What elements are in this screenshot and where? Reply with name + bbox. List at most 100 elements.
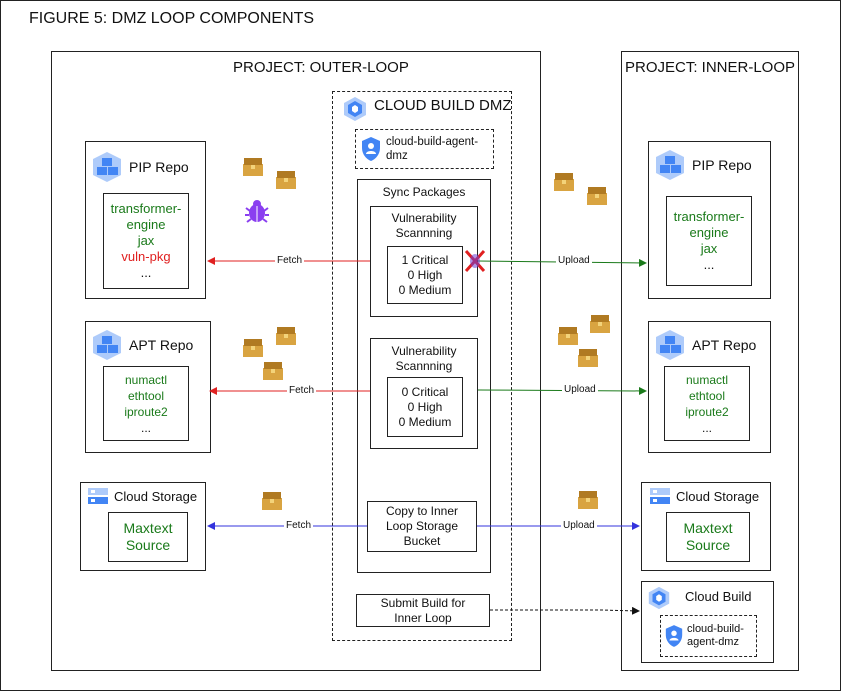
- package-icon: [276, 171, 296, 189]
- outer-pip-pkg-1b: engine: [126, 217, 166, 232]
- outer-apt-list: numactl ethtool iproute2 ...: [103, 366, 189, 441]
- outer-storage-head: Cloud Storage: [88, 488, 197, 504]
- package-icon: [578, 491, 598, 509]
- outer-pip-pkg-more: ...: [140, 265, 152, 280]
- inner-pip-pkg-more: ...: [703, 257, 715, 272]
- inner-loop-title: PROJECT: INNER-LOOP: [625, 59, 796, 76]
- cloud-build-icon: [646, 585, 672, 616]
- fetch-label-apt: Fetch: [287, 385, 317, 396]
- outer-storage-content: Maxtext Source: [108, 512, 188, 562]
- outer-storage-l2: Source: [125, 537, 171, 553]
- scan-1-high: 0 High: [407, 267, 443, 282]
- outer-pip-pkg-vuln: vuln-pkg: [121, 249, 171, 264]
- inner-pip-head: PIP Repo: [654, 149, 752, 181]
- package-icon: [263, 362, 283, 380]
- inner-pip-list: transformer- engine jax ...: [666, 196, 752, 286]
- scan-2-title-l2: Scannning: [395, 359, 453, 373]
- outer-apt-head: APT Repo: [91, 329, 193, 361]
- fetch-label-storage: Fetch: [284, 520, 314, 531]
- package-icon: [243, 339, 263, 357]
- inner-apt-pkg-more: ...: [701, 420, 712, 435]
- scan-2-high: 0 High: [407, 399, 443, 414]
- cloud-build-dmz: [332, 91, 512, 641]
- package-icon: [262, 492, 282, 510]
- package-icon: [590, 315, 610, 333]
- artifact-registry-icon: [656, 330, 684, 360]
- inner-apt-pkg-3: iproute2: [685, 404, 729, 419]
- package-icon: [554, 173, 574, 191]
- scan-2-critical: 0 Critical: [401, 384, 449, 399]
- package-icon: [587, 187, 607, 205]
- sync-packages-title: Sync Packages: [382, 185, 466, 199]
- dmz-agent-line1: cloud-build-agent-: [386, 136, 479, 148]
- dmz-title: CLOUD BUILD DMZ: [374, 97, 512, 114]
- cloud-storage-icon: [650, 488, 670, 504]
- scan-1-title-l1: Vulnerability: [391, 211, 457, 225]
- package-icon: [578, 349, 598, 367]
- cloud-build-icon: [341, 95, 369, 128]
- figure-title: FIGURE 5: DMZ LOOP COMPONENTS: [29, 10, 315, 27]
- outer-loop-title: PROJECT: OUTER-LOOP: [233, 59, 409, 76]
- inner-apt-pkg-2: ethtool: [688, 388, 726, 403]
- upload-label-apt: Upload: [562, 384, 598, 395]
- scan-1-critical: 1 Critical: [401, 252, 449, 267]
- submit-l2: Inner Loop: [394, 610, 452, 625]
- scan-1-medium: 0 Medium: [398, 282, 452, 297]
- inner-pip-title: PIP Repo: [692, 157, 752, 173]
- outer-apt-pkg-1: numactl: [124, 372, 168, 387]
- scan-1-title-l2: Scannning: [395, 226, 453, 240]
- dmz-agent-line2: dmz: [386, 150, 408, 162]
- artifact-registry-icon: [656, 150, 684, 180]
- sync-packages-box: [357, 179, 491, 573]
- package-icon: [558, 327, 578, 345]
- inner-apt-list: numactl ethtool iproute2 ...: [664, 366, 750, 441]
- inner-storage-title: Cloud Storage: [676, 488, 760, 504]
- dmz-agent-box: cloud-build-agent-dmz: [355, 129, 494, 169]
- copy-l1: Copy to Inner: [385, 504, 459, 518]
- package-icon: [243, 158, 263, 176]
- submit-l1: Submit Build for: [380, 595, 466, 610]
- package-icon: [276, 327, 296, 345]
- outer-pip-list: transformer- engine jax vuln-pkg ...: [103, 193, 189, 289]
- fetch-label-pip: Fetch: [275, 255, 305, 266]
- outer-pip-title: PIP Repo: [129, 159, 189, 175]
- outer-apt-title: APT Repo: [129, 337, 194, 353]
- outer-apt-pkg-3: iproute2: [124, 404, 168, 419]
- outer-pip-pkg-1a: transformer-: [110, 201, 182, 216]
- inner-pip-pkg-1a: transformer-: [673, 209, 745, 224]
- shield-user-icon: [665, 625, 683, 647]
- scan-2-medium: 0 Medium: [398, 414, 452, 429]
- copy-l3: Bucket: [403, 534, 441, 548]
- upload-label-pip: Upload: [556, 255, 592, 266]
- inner-apt-title: APT Repo: [692, 337, 757, 353]
- artifact-registry-icon: [93, 330, 121, 360]
- outer-pip-head: PIP Repo: [91, 151, 189, 183]
- outer-apt-pkg-2: ethtool: [127, 388, 165, 403]
- inner-storage-content: Maxtext Source: [666, 512, 750, 562]
- copy-l2: Loop Storage: [385, 519, 459, 533]
- bug-icon: [245, 200, 269, 223]
- cloud-storage-icon: [88, 488, 108, 504]
- outer-apt-pkg-more: ...: [140, 420, 151, 435]
- inner-storage-head: Cloud Storage: [650, 488, 759, 504]
- inner-storage-l2: Source: [685, 537, 731, 553]
- inner-agent-l2: agent-dmz: [687, 636, 739, 648]
- inner-pip-pkg-1b: engine: [689, 225, 729, 240]
- outer-storage-l1: Maxtext: [123, 520, 173, 536]
- inner-apt-head: APT Repo: [654, 329, 756, 361]
- inner-agent-l1: cloud-build-: [687, 623, 744, 635]
- inner-apt-pkg-1: numactl: [685, 372, 729, 387]
- inner-agent-box: cloud-build-agent-dmz: [660, 615, 757, 657]
- upload-label-storage: Upload: [561, 520, 597, 531]
- scan-2-title-l1: Vulnerability: [391, 344, 457, 358]
- inner-storage-l1: Maxtext: [683, 520, 733, 536]
- outer-pip-pkg-2: jax: [137, 233, 155, 248]
- shield-user-icon: [362, 137, 380, 161]
